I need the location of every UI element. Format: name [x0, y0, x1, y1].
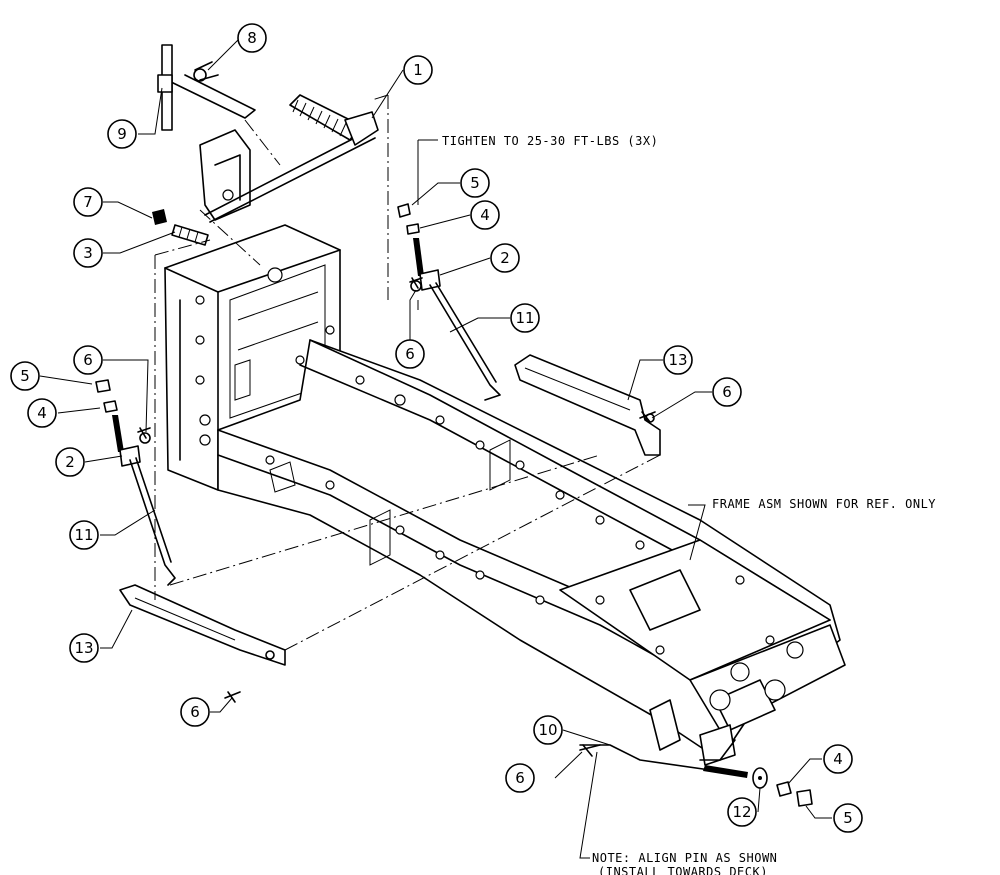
callout-number: 5 — [20, 367, 30, 385]
callout: 2 — [55, 447, 85, 477]
callout-number: 8 — [247, 29, 257, 47]
callout-number: 4 — [480, 206, 490, 224]
callout-number: 4 — [37, 404, 47, 422]
callout-number: 3 — [83, 244, 93, 262]
callout: 7 — [73, 187, 103, 217]
callout-number: 11 — [74, 526, 93, 544]
leader-lines — [39, 39, 832, 859]
callout-number: 6 — [190, 703, 200, 721]
torque-note: TIGHTEN TO 25-30 FT-LBS (3X) — [442, 134, 658, 148]
callout-number: 11 — [515, 309, 534, 327]
callout-number: 6 — [83, 351, 93, 369]
callout: 6 — [395, 339, 425, 369]
callout: 10 — [533, 715, 563, 745]
callout: 8 — [237, 23, 267, 53]
rear-rod-assembly — [579, 744, 813, 807]
callout-number: 4 — [833, 750, 843, 768]
callout: 11 — [69, 520, 99, 550]
clip-pin — [639, 411, 656, 423]
callout-number: 6 — [515, 769, 525, 787]
align-note-line1: NOTE: ALIGN PIN AS SHOWN — [592, 851, 777, 865]
left-deck-hanger — [119, 584, 286, 666]
callout-number: 13 — [74, 639, 93, 657]
callout: 3 — [73, 238, 103, 268]
clip-pin — [137, 427, 151, 439]
callout: 5 — [460, 168, 490, 198]
clip-pin — [224, 691, 241, 703]
frame-assembly — [164, 224, 846, 766]
align-note-line2: (INSTALL TOWARDS DECK) — [598, 865, 768, 875]
callout: 2 — [490, 243, 520, 273]
callout-number: 9 — [117, 125, 127, 143]
callout: 13 — [663, 345, 693, 375]
callout: 6 — [73, 345, 103, 375]
right-lift-link — [397, 203, 501, 401]
callout: 4 — [27, 398, 57, 428]
phantom-lines — [154, 94, 661, 651]
callout: 4 — [470, 200, 500, 230]
clip-pin — [409, 277, 423, 289]
frame-note: FRAME ASM SHOWN FOR REF. ONLY — [712, 497, 936, 511]
callout-number: 1 — [413, 61, 423, 79]
left-lift-link — [95, 379, 176, 586]
callout-number: 2 — [500, 249, 510, 267]
callout: 9 — [107, 119, 137, 149]
clip-pin — [579, 744, 601, 757]
callout: 5 — [10, 361, 40, 391]
callout: 6 — [712, 377, 742, 407]
callout: 4 — [823, 744, 853, 774]
callout: 11 — [510, 303, 540, 333]
lift-lever-assembly — [152, 44, 379, 246]
callout-number: 10 — [538, 721, 557, 739]
callout: 6 — [505, 763, 535, 793]
callout-number: 7 — [83, 193, 93, 211]
callout-number: 6 — [722, 383, 732, 401]
callout: 6 — [180, 697, 210, 727]
right-deck-hanger — [514, 354, 661, 456]
callout-number: 5 — [470, 174, 480, 192]
callout: 13 — [69, 633, 99, 663]
callout: 12 — [727, 797, 757, 827]
callout: 5 — [833, 803, 863, 833]
callout-number: 13 — [668, 351, 687, 369]
callout-number: 5 — [843, 809, 853, 827]
callout: 1 — [403, 55, 433, 85]
callout-number: 2 — [65, 453, 75, 471]
callout-number: 6 — [405, 345, 415, 363]
callout-number: 12 — [732, 803, 751, 821]
